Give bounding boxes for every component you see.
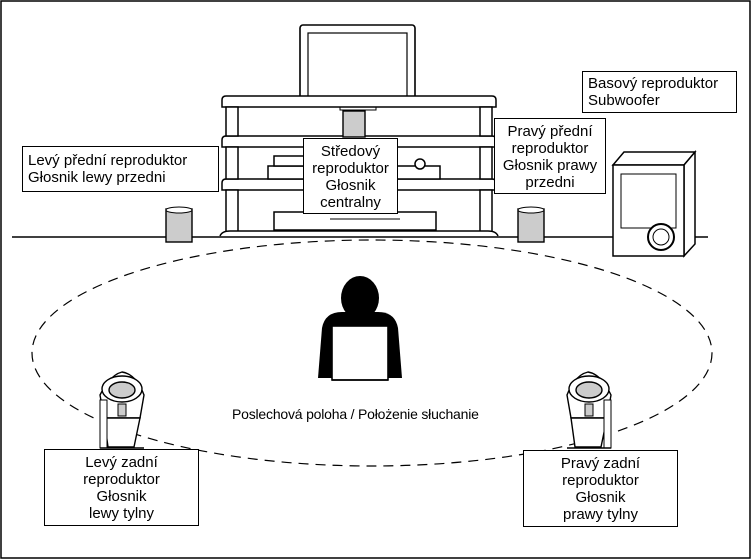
label-line: reproduktor [562, 472, 639, 489]
label-line: Głosnik prawy [502, 157, 598, 174]
label-line: Levý zadní [85, 454, 158, 471]
label-line: lewy tylny [88, 505, 155, 522]
label-line: Levý přední reproduktor [28, 152, 188, 169]
label-line: przedni [525, 174, 575, 191]
label-line: Pravý zadní [560, 455, 641, 472]
center-speaker-icon [342, 110, 366, 138]
label-front-right: Pravý přední reproduktor Głosnik prawy p… [494, 118, 606, 194]
label-subwoofer: Basový reproduktor Subwoofer [582, 71, 737, 113]
tv-icon [299, 24, 416, 111]
label-line: reproduktor [83, 471, 160, 488]
label-front-left: Levý přední reproduktor Głosnik lewy prz… [22, 146, 219, 192]
front-right-speaker-icon [517, 206, 545, 243]
label-rear-right: Pravý zadní reproduktor Głosnik prawy ty… [523, 450, 678, 527]
label-line: Pravý přední [507, 123, 593, 140]
subwoofer-icon [611, 149, 697, 258]
label-line: Basový reproduktor [588, 75, 719, 92]
listening-area-ellipse [31, 239, 713, 467]
label-line: Głosnik [325, 177, 376, 194]
label-line: Głosnik lewy przedni [28, 169, 166, 186]
label-rear-left: Levý zadní reproduktor Głosnik lewy tyln… [44, 449, 199, 526]
av-rack-icon [219, 95, 499, 237]
label-line: Středový [320, 143, 381, 160]
front-left-speaker-icon [165, 206, 193, 243]
listener-icon [318, 276, 402, 381]
label-line: Głosnik [575, 489, 626, 506]
rear-right-speaker-icon [566, 371, 612, 449]
label-line: reproduktor [511, 140, 589, 157]
label-line: Subwoofer [588, 92, 660, 109]
label-line: prawy tylny [562, 506, 639, 523]
label-line: reproduktor [312, 160, 389, 177]
label-line: centralny [320, 194, 381, 211]
listening-position-caption: Poslechová poloha / Położenie słuchanie [232, 406, 479, 422]
label-line: Głosnik [96, 488, 147, 505]
rear-left-speaker-icon [99, 371, 145, 449]
label-center: Středový reproduktor Głosnik centralny [303, 138, 398, 214]
